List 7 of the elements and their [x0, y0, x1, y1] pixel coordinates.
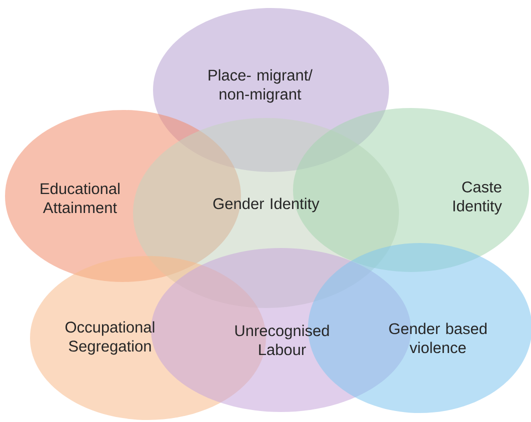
ellipse-label: Caste Identity: [453, 181, 502, 214]
ellipse-label: Occupational Segregation: [66, 321, 154, 355]
ellipse-label: Educational Attainment: [40, 182, 120, 214]
ellipse-label: Unrecognised Labour: [235, 324, 329, 356]
ellipse-label: Place- migrant/ non-migrant: [208, 69, 313, 103]
ellipse-label: Gender Identity: [213, 198, 320, 212]
ellipse-label: Gender based violence: [389, 322, 487, 354]
